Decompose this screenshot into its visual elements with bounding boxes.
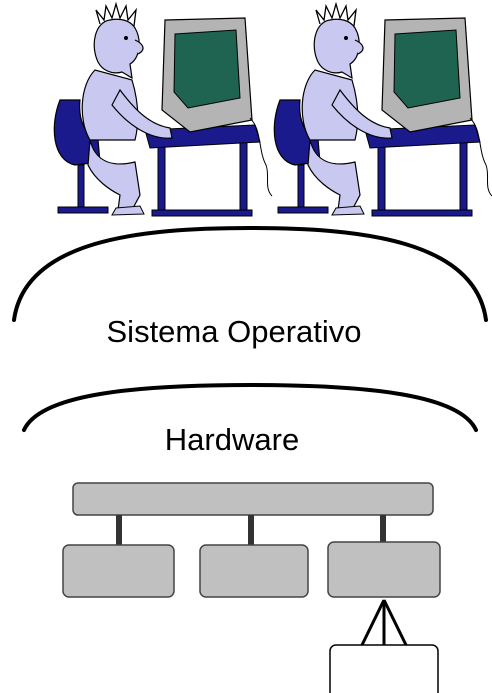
hardware-arc (22, 382, 478, 432)
bus-connector-1 (116, 515, 122, 545)
peripheral-device (329, 644, 439, 693)
bus-connector-2 (248, 515, 254, 545)
system-bus (72, 482, 434, 516)
device-link-lines (360, 599, 408, 646)
user-figure-1 (53, 3, 273, 217)
bus-connector-3 (380, 515, 386, 545)
user-figure-2 (273, 3, 492, 217)
hardware-label: Hardware (165, 422, 299, 457)
os-arc (12, 225, 488, 322)
os-label: Sistema Operativo (107, 314, 362, 349)
hardware-component-3 (327, 541, 441, 598)
hardware-component-2 (199, 544, 309, 598)
hardware-component-1 (62, 544, 175, 598)
